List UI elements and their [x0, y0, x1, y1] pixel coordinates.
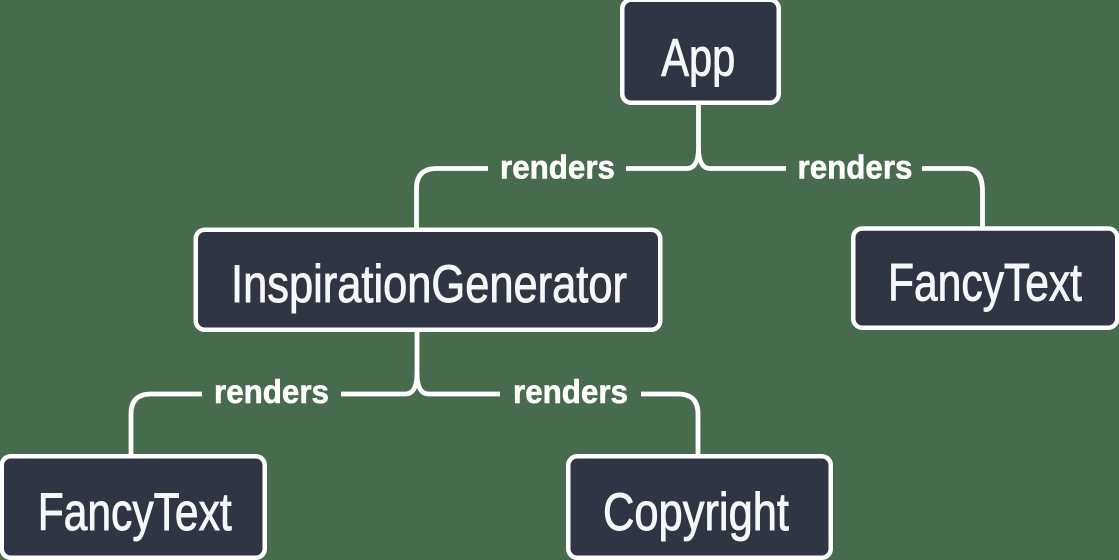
svg-text:Copyright: Copyright — [603, 483, 789, 542]
svg-text:InspirationGenerator: InspirationGenerator — [231, 255, 627, 314]
svg-text:FancyText: FancyText — [38, 483, 232, 542]
svg-text:FancyText: FancyText — [888, 253, 1082, 312]
svg-text:renders: renders — [798, 149, 913, 186]
svg-text:App: App — [661, 29, 735, 88]
svg-text:renders: renders — [513, 374, 628, 411]
svg-text:renders: renders — [500, 149, 615, 186]
svg-text:renders: renders — [214, 374, 329, 411]
